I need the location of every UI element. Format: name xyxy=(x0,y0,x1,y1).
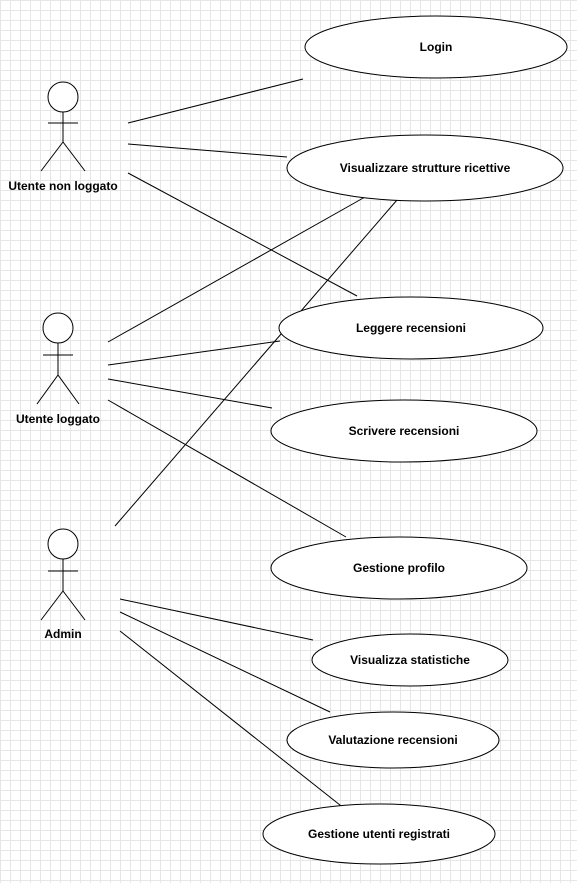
association-logged-read-reviews xyxy=(107,340,281,366)
actor-label: Utente non loggato xyxy=(8,179,117,193)
stick-figure-icon xyxy=(40,528,86,621)
use-case-label: Gestione utenti registrati xyxy=(308,827,450,841)
actor-admin[interactable]: Admin xyxy=(40,528,86,641)
use-case-label: Login xyxy=(420,40,453,54)
association-non-logged-read-reviews xyxy=(127,172,358,297)
stick-figure-icon xyxy=(36,312,80,405)
use-case-label: Visualizzare strutture ricettive xyxy=(340,161,511,175)
use-case-read-reviews[interactable]: Leggere recensioni xyxy=(278,296,544,360)
association-logged-view-structures xyxy=(107,196,366,343)
association-non-logged-view-structures xyxy=(127,143,288,158)
use-case-profile[interactable]: Gestione profilo xyxy=(270,536,528,600)
use-case-ellipse xyxy=(270,536,528,600)
use-case-view-structures[interactable]: Visualizzare strutture ricettive xyxy=(286,134,564,202)
use-case-ellipse xyxy=(270,399,538,463)
use-case-ellipse xyxy=(262,803,496,865)
actor-label: Utente loggato xyxy=(16,412,100,426)
use-case-ellipse xyxy=(286,711,500,769)
use-case-label: Valutazione recensioni xyxy=(328,733,457,747)
actor-non-logged[interactable]: Utente non loggato xyxy=(8,81,118,193)
use-case-write-reviews[interactable]: Scrivere recensioni xyxy=(270,399,538,463)
association-non-logged-login xyxy=(127,78,304,124)
use-case-stats[interactable]: Visualizza statistiche xyxy=(311,633,509,687)
association-admin-stats xyxy=(119,598,314,641)
use-case-rate-reviews[interactable]: Valutazione recensioni xyxy=(286,711,500,769)
association-logged-write-reviews xyxy=(107,378,273,409)
use-case-label: Gestione profilo xyxy=(353,561,445,575)
associations xyxy=(107,78,398,810)
actor-label: Admin xyxy=(44,627,81,641)
use-case-ellipse xyxy=(311,633,509,687)
use-case-users[interactable]: Gestione utenti registrati xyxy=(262,803,496,865)
use-case-ellipse xyxy=(304,15,568,79)
stick-figure-icon xyxy=(40,81,86,172)
use-case-ellipse xyxy=(278,296,544,360)
association-logged-profile xyxy=(107,399,347,538)
use-case-ellipse xyxy=(286,134,564,202)
use-case-login[interactable]: Login xyxy=(304,15,568,79)
use-case-label: Scrivere recensioni xyxy=(349,424,460,438)
association-admin-rate-reviews xyxy=(119,611,331,713)
association-admin-users xyxy=(119,630,346,810)
use-case-label: Leggere recensioni xyxy=(356,321,466,335)
association-admin-view-structures xyxy=(114,199,398,527)
use-case-label: Visualizza statistiche xyxy=(350,653,470,667)
actor-logged[interactable]: Utente loggato xyxy=(16,312,100,426)
